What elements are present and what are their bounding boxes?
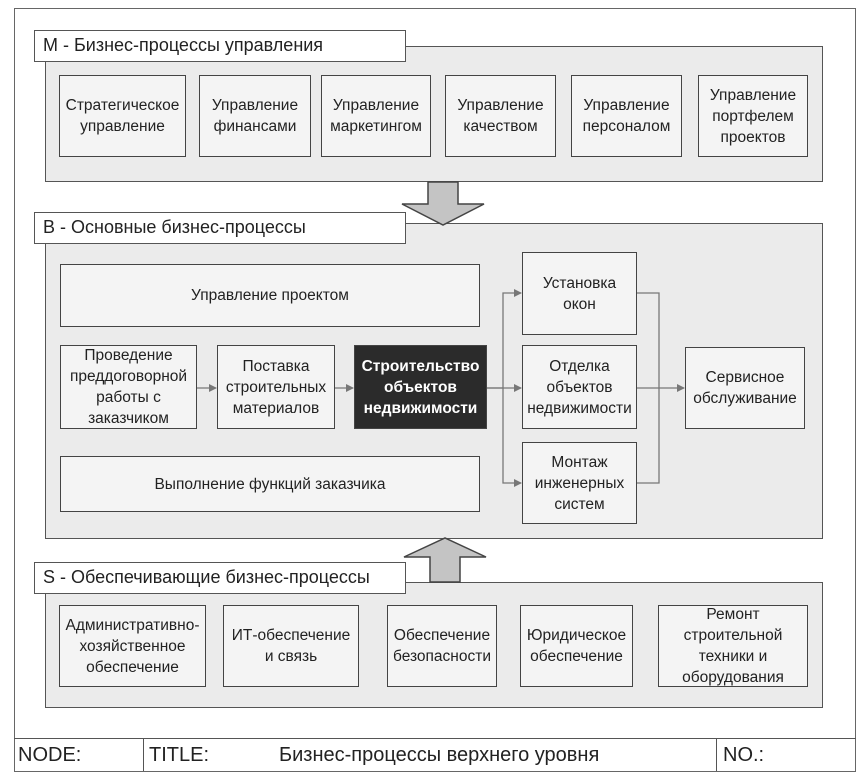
process-window-installation[interactable]: Установка окон [522, 252, 637, 335]
footer-title-label: TITLE: [149, 744, 210, 766]
arrow-construction-to-engineering [502, 388, 522, 487]
process-marketing-management[interactable]: Управление маркетингом [321, 75, 431, 157]
process-quality-management[interactable]: Управление качеством [445, 75, 556, 157]
process-equipment-repair[interactable]: Ремонт строительной техники и оборудован… [658, 605, 808, 687]
process-legal-support[interactable]: Юридическое обеспечение [520, 605, 633, 687]
process-administrative-support[interactable]: Административно-хозяйственное обеспечени… [59, 605, 206, 687]
process-strategic-management[interactable]: Стратегическое управление [59, 75, 186, 157]
diagram-frame [14, 8, 856, 772]
process-personnel-management[interactable]: Управление персоналом [571, 75, 682, 157]
footer-node: NODE: [14, 739, 144, 771]
up-arrow-s-to-b [403, 537, 487, 583]
group-b-label: B - Основные бизнес-процессы [34, 212, 406, 244]
process-customer-functions[interactable]: Выполнение функций заказчика [60, 456, 480, 512]
process-real-estate-finishing[interactable]: Отделка объектов недвижимости [522, 345, 637, 429]
diagram-footer: NODE: TITLE: Бизнес-процессы верхнего ур… [14, 738, 856, 772]
down-arrow-m-to-b [401, 181, 485, 226]
footer-title: Бизнес-процессы верхнего уровня [279, 744, 600, 766]
process-finance-management[interactable]: Управление финансами [199, 75, 311, 157]
process-it-support[interactable]: ИТ-обеспечение и связь [223, 605, 359, 687]
process-real-estate-construction[interactable]: Строительство объектов недвижимости [354, 345, 487, 429]
group-s-label: S - Обеспечивающие бизнес-процессы [34, 562, 406, 594]
process-portfolio-management[interactable]: Управление портфелем проектов [698, 75, 808, 157]
process-service-maintenance[interactable]: Сервисное обслуживание [685, 347, 805, 429]
arrow-engineering-to-service [637, 388, 660, 484]
footer-no: NO.: [716, 739, 856, 771]
process-security-support[interactable]: Обеспечение безопасности [387, 605, 497, 687]
group-m-label: M - Бизнес-процессы управления [34, 30, 406, 62]
process-engineering-systems[interactable]: Монтаж инженерных систем [522, 442, 637, 524]
arrow-windows-to-service [637, 292, 660, 388]
arrow-construction-to-windows [487, 289, 522, 389]
process-project-management[interactable]: Управление проектом [60, 264, 480, 327]
process-pre-contract-work[interactable]: Проведение преддоговорной работы с заказ… [60, 345, 197, 429]
process-materials-supply[interactable]: Поставка строительных материалов [217, 345, 335, 429]
